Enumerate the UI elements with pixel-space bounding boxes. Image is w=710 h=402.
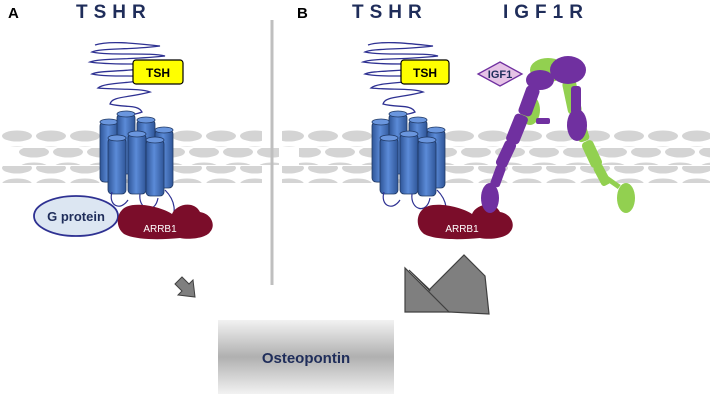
big-arrow-b-head (404, 266, 451, 313)
gprotein-oval (33, 195, 119, 237)
tshr-ectodomain-b (360, 41, 442, 123)
osteopontin-box (218, 320, 394, 394)
arrb1-shape-a (117, 204, 213, 240)
tshr-ectodomain-a (87, 41, 169, 123)
gprotein-label: G protein (47, 209, 105, 224)
panel-b-letter: B (297, 5, 308, 22)
arrb1-label-b: ARRB1 (445, 224, 479, 235)
panel-a-title: TSHR (76, 2, 152, 23)
tsh-label-a: TSH (146, 66, 170, 80)
tsh-label-b: TSH (413, 66, 437, 80)
panel-b-title-igf1r: IGF1R (503, 2, 589, 23)
tsh-box-b (400, 59, 450, 85)
igf1r-purple-chain (481, 56, 587, 213)
arrb1-shape-b (417, 204, 513, 240)
igf1-diamond (476, 61, 524, 87)
igf1-label: IGF1 (488, 69, 512, 81)
arrb1-label-a: ARRB1 (143, 224, 177, 235)
small-arrow-a (174, 276, 196, 298)
tsh-box-a (132, 59, 184, 85)
tshr-transmembrane-b (371, 110, 446, 197)
tshr-transmembrane-a (99, 110, 174, 197)
panel-b-title-tshr: TSHR (352, 2, 428, 23)
osteopontin-label: Osteopontin (262, 350, 350, 367)
panel-a-letter: A (8, 5, 19, 22)
